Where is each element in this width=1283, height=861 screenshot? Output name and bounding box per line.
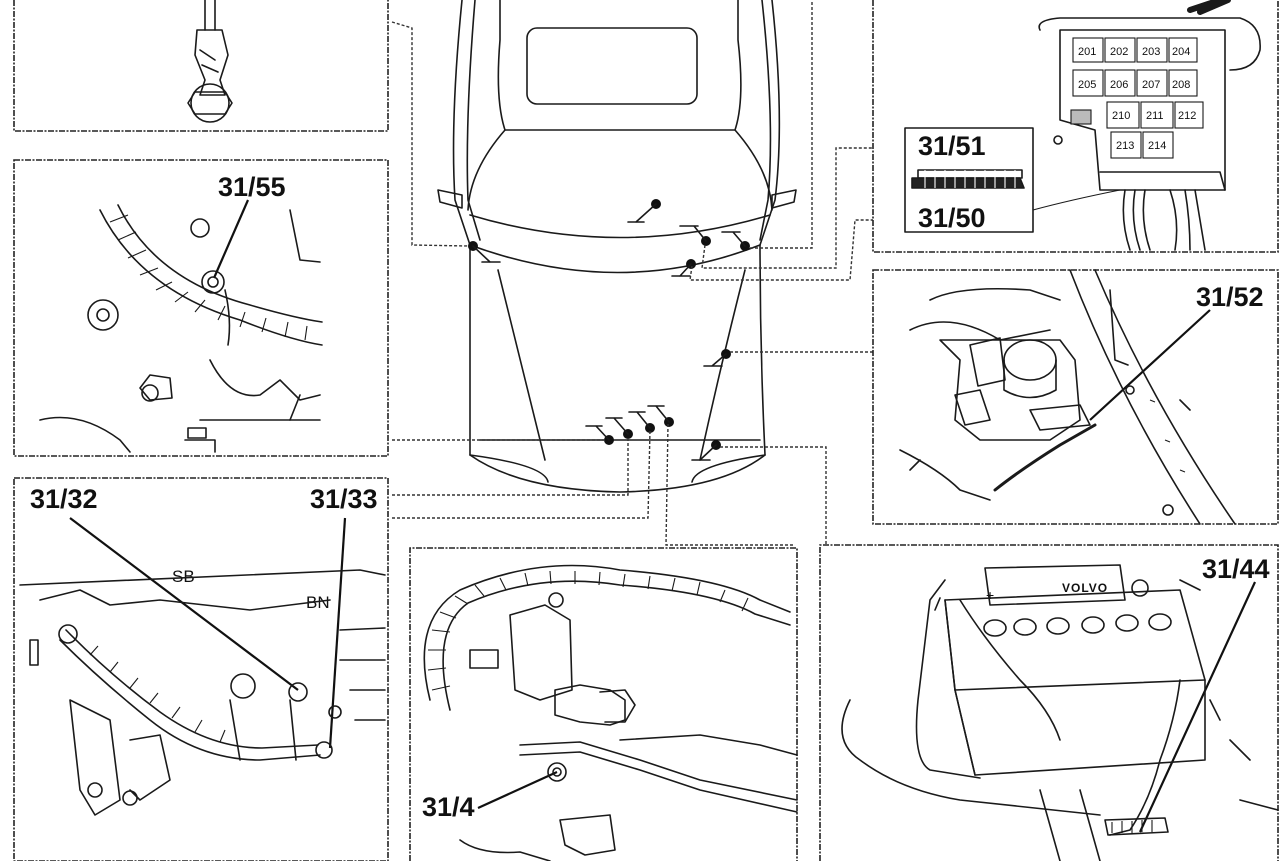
wire-label-sb: SB [172,567,195,586]
label-31-44: 31/44 [1202,554,1270,584]
leader-31-4 [477,770,558,810]
label-31-55: 31/55 [218,172,286,202]
panel-31-32-31-33: 31/32 31/33 SB BN [13,477,389,861]
fuse-label: 201 [1078,46,1096,58]
label-31-51: 31/51 [918,131,986,161]
fuse-label: 207 [1142,79,1160,91]
wire-label-bn: BN [306,593,330,612]
fuse-label: 202 [1110,46,1128,58]
car-outline [437,0,797,493]
label-31-32: 31/32 [30,484,98,514]
fuse-grid: 201 202 203 204 205 206 207 208 210 211 … [1072,37,1204,159]
fuse-label: 210 [1112,110,1130,122]
leader-31-44 [1139,581,1256,833]
panel-31-44: 31/44 VOLVO + [819,544,1279,861]
leader-31-32 [69,517,299,691]
fuse-label: 203 [1142,46,1160,58]
fuse-label: 212 [1178,110,1196,122]
fuse-label: 214 [1148,140,1166,152]
fuse-label: 213 [1116,140,1134,152]
ground-terminal-block-icon [911,169,1025,189]
fuse-label: 208 [1172,79,1190,91]
ground-points [468,199,750,461]
leader-31-33 [328,517,347,749]
panel-31-55: 31/55 [13,159,389,457]
panel-31-4: 31/4 [409,547,798,861]
battery-plus-sign: + [986,587,994,603]
label-31-33: 31/33 [310,484,378,514]
fuse-label: 206 [1110,79,1128,91]
connector-lines [391,0,873,546]
panel-fuse-box: 201 202 203 204 205 206 207 208 210 211 … [872,0,1279,253]
fuse-label: 211 [1146,110,1164,122]
panel-31-52: 31/52 [872,269,1279,525]
label-31-50: 31/50 [918,203,986,233]
label-31-52: 31/52 [1196,282,1264,312]
panel-top-left-bolt [13,0,389,132]
leader-31-52 [1089,309,1211,421]
leader-31-55 [212,199,250,279]
fuse-label: 204 [1172,46,1190,58]
battery-brand: VOLVO [1062,581,1108,595]
fuse-label: 205 [1078,79,1096,91]
label-31-4: 31/4 [422,792,475,822]
